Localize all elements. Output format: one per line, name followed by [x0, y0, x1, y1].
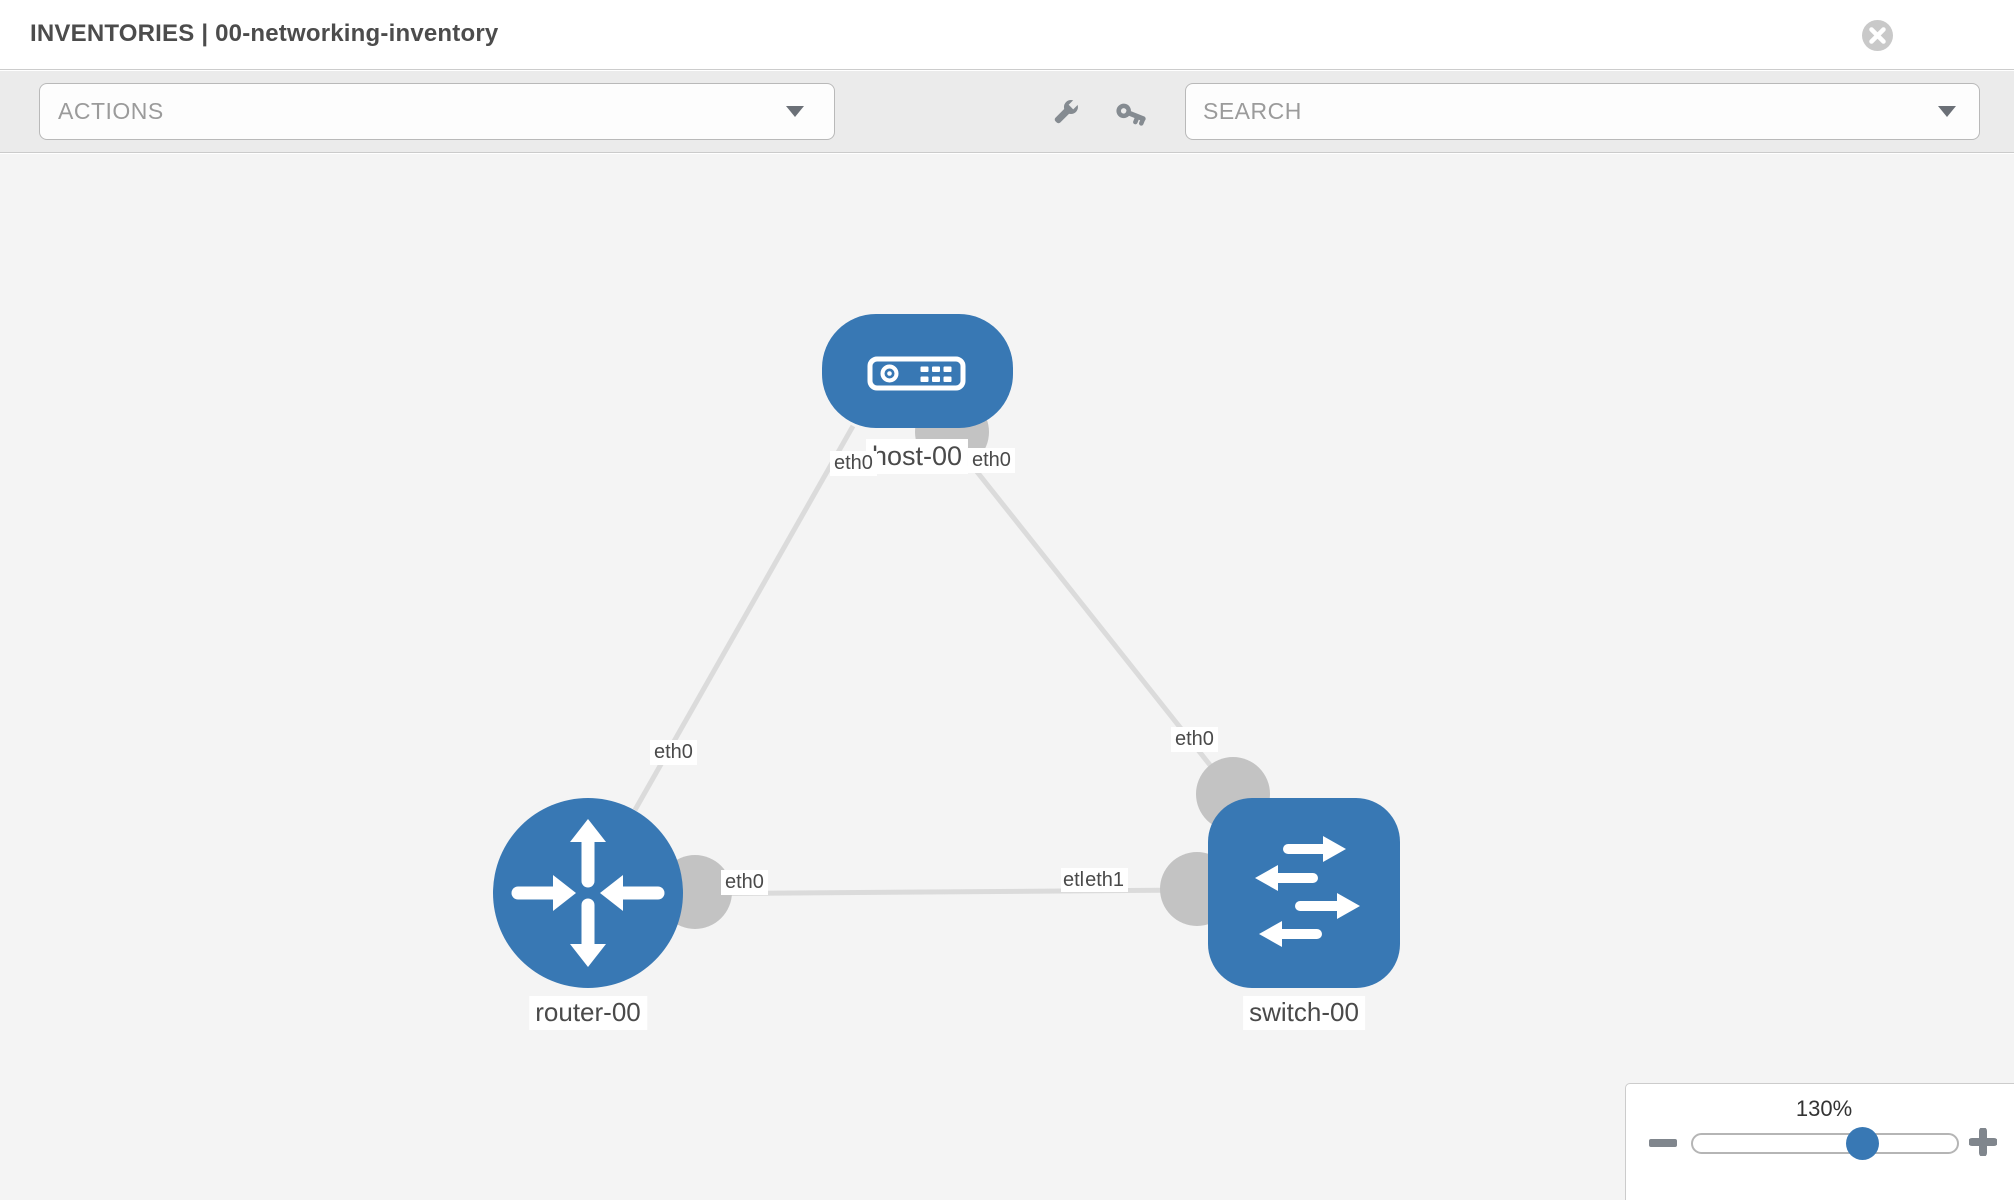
toolbar: ACTIONS SEARCH	[0, 71, 2014, 153]
node-router[interactable]	[493, 798, 683, 988]
close-icon	[1869, 27, 1886, 44]
interface-label: eth0	[968, 448, 1015, 473]
plus-icon	[1969, 1128, 1997, 1156]
zoom-in-button[interactable]	[1966, 1125, 2000, 1159]
interface-label: eth0	[721, 870, 768, 895]
zoom-out-button[interactable]	[1646, 1126, 1680, 1160]
node-label-router: router-00	[529, 996, 647, 1030]
interface-label: etl	[1061, 868, 1085, 892]
chevron-down-icon	[786, 106, 804, 117]
close-button[interactable]	[1862, 20, 1893, 51]
key-icon	[1116, 103, 1146, 126]
node-label-switch: switch-00	[1243, 996, 1365, 1030]
node-label-host: host-00	[865, 439, 969, 475]
host-icon	[867, 356, 966, 391]
interface-label: eth0	[830, 451, 877, 476]
actions-placeholder: ACTIONS	[58, 98, 164, 124]
interface-label: eth1	[1084, 868, 1129, 892]
header: INVENTORIES | 00-networking-inventory	[0, 0, 2014, 70]
adhoc-command-button[interactable]	[1046, 95, 1086, 131]
page-title: INVENTORIES | 00-networking-inventory	[30, 20, 499, 47]
wrench-icon	[1054, 98, 1080, 124]
search-dropdown[interactable]: SEARCH	[1185, 83, 1980, 140]
interface-label-overlap: etleth1	[1061, 868, 1129, 892]
interface-label: eth0	[650, 740, 697, 765]
router-icon	[511, 819, 665, 967]
actions-dropdown[interactable]: ACTIONS	[39, 83, 835, 140]
switch-icon	[1255, 836, 1360, 947]
chevron-down-icon	[1938, 106, 1956, 117]
topology-canvas[interactable]: host-00 router-00 switch-00 eth0 eth0 et…	[0, 154, 2014, 1200]
node-host[interactable]	[822, 314, 1013, 428]
zoom-panel: 130%	[1625, 1083, 2014, 1200]
node-switch[interactable]	[1208, 798, 1400, 988]
search-placeholder: SEARCH	[1203, 98, 1302, 124]
interface-label: eth0	[1171, 727, 1218, 752]
zoom-level-label: 130%	[1795, 1096, 1853, 1121]
zoom-slider-thumb[interactable]	[1846, 1127, 1879, 1160]
credentials-button[interactable]	[1114, 95, 1154, 131]
minus-icon	[1649, 1139, 1677, 1147]
zoom-slider[interactable]	[1691, 1133, 1959, 1154]
